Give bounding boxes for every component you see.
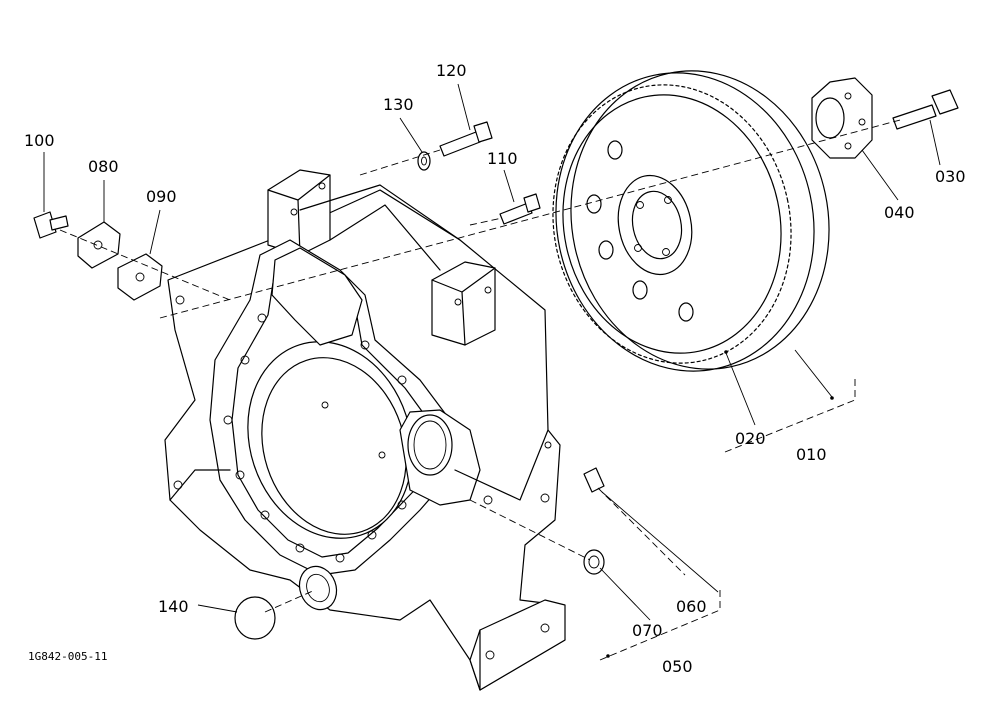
label-080: 080 bbox=[88, 157, 119, 176]
group-bracket-010 bbox=[724, 378, 856, 453]
reference-code: 1G842-005-11 bbox=[28, 650, 107, 663]
label-010: 010 bbox=[796, 445, 827, 464]
plug-070 bbox=[583, 549, 605, 575]
bolt-110 bbox=[499, 193, 541, 225]
flywheel-housing bbox=[164, 169, 566, 691]
part-number-labels: 100 080 090 130 120 110 030 040 020 010 … bbox=[24, 61, 966, 676]
label-020: 020 bbox=[735, 429, 766, 448]
cap-140 bbox=[234, 596, 276, 640]
label-120: 120 bbox=[436, 61, 467, 80]
bolt-030 bbox=[892, 89, 959, 130]
group-bracket-050 bbox=[599, 590, 721, 661]
flywheel-spacer bbox=[811, 77, 873, 159]
plug-100 bbox=[33, 211, 69, 239]
label-110: 110 bbox=[487, 149, 518, 168]
label-050: 050 bbox=[662, 657, 693, 676]
label-090: 090 bbox=[146, 187, 177, 206]
label-030: 030 bbox=[935, 167, 966, 186]
cover-plate-090 bbox=[117, 253, 163, 301]
cover-plate-080 bbox=[77, 221, 121, 269]
label-040: 040 bbox=[884, 203, 915, 222]
label-100: 100 bbox=[24, 131, 55, 150]
leader-lines bbox=[43, 83, 941, 658]
pin-060 bbox=[583, 467, 605, 493]
label-130: 130 bbox=[383, 95, 414, 114]
washer-130 bbox=[417, 151, 431, 171]
bolt-120 bbox=[439, 121, 493, 157]
label-070: 070 bbox=[632, 621, 663, 640]
assembly-axes bbox=[59, 119, 901, 613]
label-060: 060 bbox=[676, 597, 707, 616]
flywheel bbox=[552, 70, 830, 372]
label-140: 140 bbox=[158, 597, 189, 616]
